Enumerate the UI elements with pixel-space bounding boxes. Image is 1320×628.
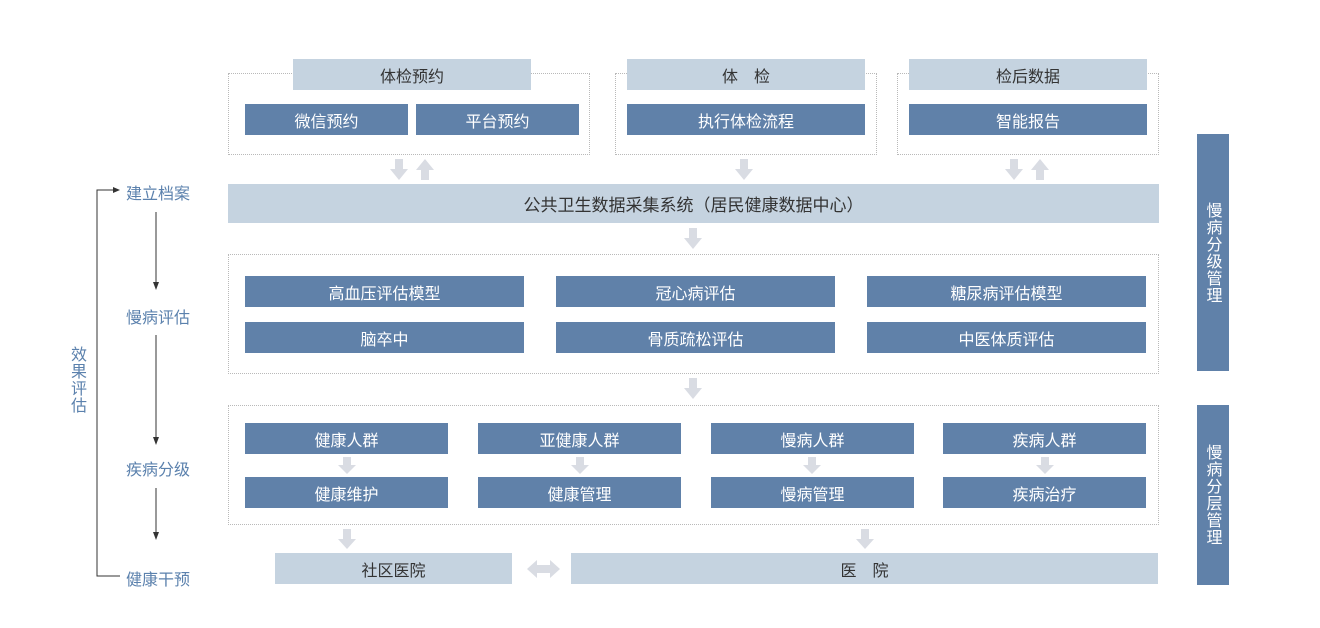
up-arrow-post xyxy=(1031,159,1049,180)
health-maintenance-box: 健康维护 xyxy=(245,477,448,508)
osteoporosis-assessment-box: 骨质疏松评估 xyxy=(556,322,835,353)
down-arrow-post xyxy=(1005,159,1023,180)
health-intervention-label: 健康干预 xyxy=(126,570,191,589)
layered-management-bar: 慢病分层管理 xyxy=(1197,405,1229,585)
post-exam-header: 检后数据 xyxy=(909,59,1147,90)
down-arrow-hospital xyxy=(856,529,874,549)
diabetes-model-box: 糖尿病评估模型 xyxy=(867,276,1146,307)
health-management-box: 健康管理 xyxy=(478,477,681,508)
data-center-bar: 公共卫生数据采集系统（居民健康数据中心） xyxy=(228,184,1159,223)
chronic-assessment-label: 慢病评估 xyxy=(126,308,191,327)
chronic-management-box: 慢病管理 xyxy=(711,477,914,508)
down-arrow-group-4 xyxy=(1036,457,1054,474)
chronic-group-box: 慢病人群 xyxy=(711,423,914,454)
healthy-group-box: 健康人群 xyxy=(245,423,448,454)
exam-process-box: 执行体检流程 xyxy=(627,104,865,135)
wechat-appointment-box: 微信预约 xyxy=(245,104,408,135)
double-arrow-referral xyxy=(527,560,560,578)
tcm-constitution-box: 中医体质评估 xyxy=(867,322,1146,353)
down-arrow-group-3 xyxy=(803,457,821,474)
coronary-assessment-box: 冠心病评估 xyxy=(556,276,835,307)
create-record-label: 建立档案 xyxy=(126,184,191,203)
down-arrow-datacenter xyxy=(684,228,702,249)
loop-arrowhead xyxy=(113,187,120,193)
down-arrow-exam xyxy=(735,159,753,180)
exam-header: 体 检 xyxy=(627,59,865,90)
effect-evaluation-label: 效果评估 xyxy=(68,346,87,414)
appointment-header: 体检预约 xyxy=(293,59,531,90)
smart-report-box: 智能报告 xyxy=(909,104,1147,135)
down-arrow-community xyxy=(338,529,356,549)
feedback-loop-line xyxy=(96,189,120,577)
hospital-box: 医 院 xyxy=(571,553,1158,584)
disease-grading-label: 疾病分级 xyxy=(126,460,191,479)
assessment-section xyxy=(228,254,1159,374)
down-arrow-assessment xyxy=(684,378,702,399)
down-arrow-group-1 xyxy=(338,457,356,474)
platform-appointment-box: 平台预约 xyxy=(416,104,579,135)
left-flow-connectors xyxy=(96,189,157,577)
disease-group-box: 疾病人群 xyxy=(943,423,1146,454)
subhealthy-group-box: 亚健康人群 xyxy=(478,423,681,454)
hypertension-model-box: 高血压评估模型 xyxy=(245,276,524,307)
flow-arrowhead-2 xyxy=(153,437,159,445)
down-arrow-appt xyxy=(390,159,408,180)
graded-management-bar: 慢病分级管理 xyxy=(1197,134,1229,371)
stroke-box: 脑卒中 xyxy=(245,322,524,353)
flow-arrowhead-1 xyxy=(153,282,159,290)
up-arrow-appt xyxy=(416,159,434,180)
stratification-section xyxy=(228,405,1159,525)
disease-treatment-box: 疾病治疗 xyxy=(943,477,1146,508)
down-arrow-group-2 xyxy=(571,457,589,474)
flow-arrowhead-3 xyxy=(153,532,159,540)
community-hospital-box: 社区医院 xyxy=(275,553,512,584)
